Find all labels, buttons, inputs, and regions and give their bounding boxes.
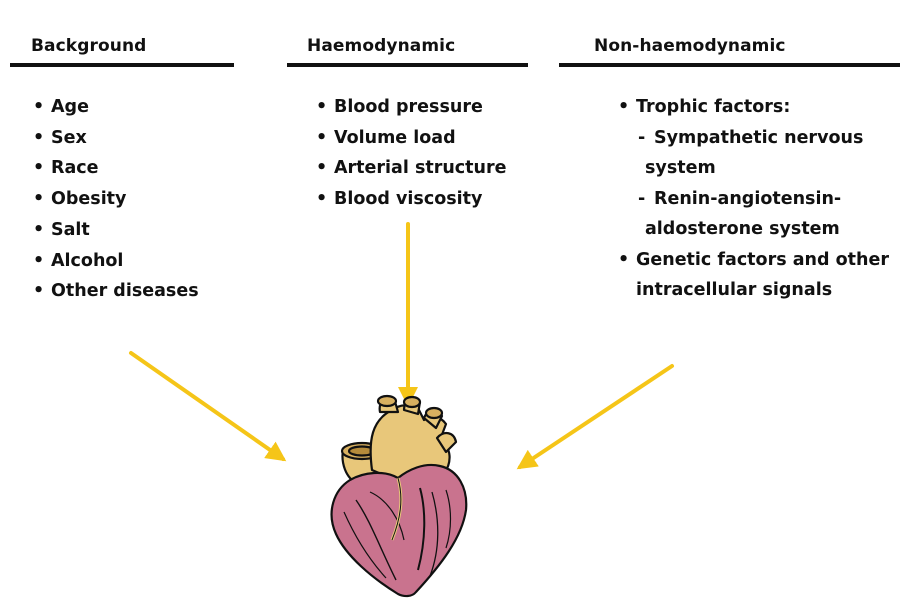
arrow-non-haemodynamic-to-heart — [520, 366, 672, 467]
arrow-background-to-heart — [131, 353, 283, 459]
heart-icon — [332, 396, 467, 596]
